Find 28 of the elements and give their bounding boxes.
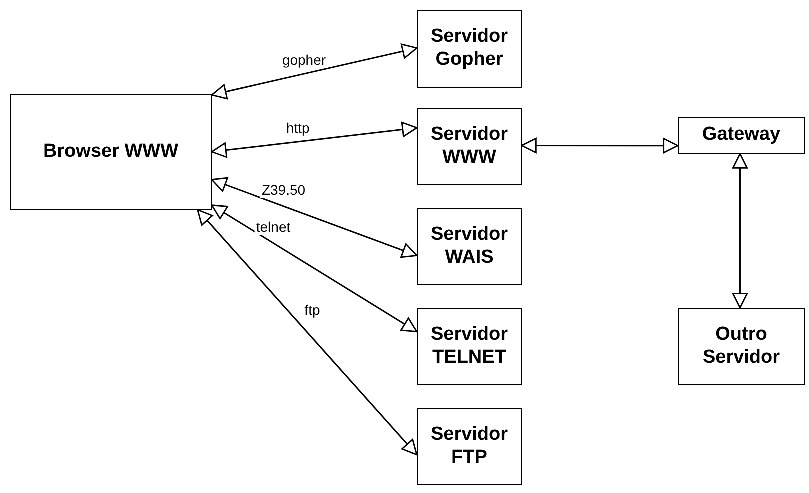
box-label: Outro Servidor (702, 324, 782, 370)
edge-label: telnet (254, 219, 293, 236)
server-box (10, 94, 212, 210)
box-label: Servidor FTP (430, 424, 510, 470)
arrow (197, 209, 418, 456)
box-label: Servidor WAIS (430, 224, 510, 270)
box-label: Browser WWW (43, 140, 179, 164)
arrow (211, 204, 418, 333)
server-box (678, 117, 805, 154)
edge-label: Z39.50 (260, 182, 308, 198)
box-label: Servidor WWW (430, 124, 510, 170)
box-label: Gateway (702, 124, 781, 147)
server-box (678, 308, 805, 385)
edge-label: http (284, 120, 312, 136)
arrow (521, 138, 679, 154)
box-label: Servidor TELNET (430, 324, 510, 370)
server-box (417, 308, 522, 385)
arrow (732, 153, 748, 309)
server-box (417, 208, 522, 285)
box-label: Servidor Gopher (430, 26, 510, 72)
edge-label: ftp (302, 302, 322, 318)
arrow (211, 177, 418, 258)
edge-label: gopher (280, 52, 328, 68)
server-box (417, 10, 522, 88)
arrow (211, 44, 418, 100)
server-box (417, 408, 522, 485)
server-box (417, 108, 522, 185)
arrow (211, 122, 418, 158)
